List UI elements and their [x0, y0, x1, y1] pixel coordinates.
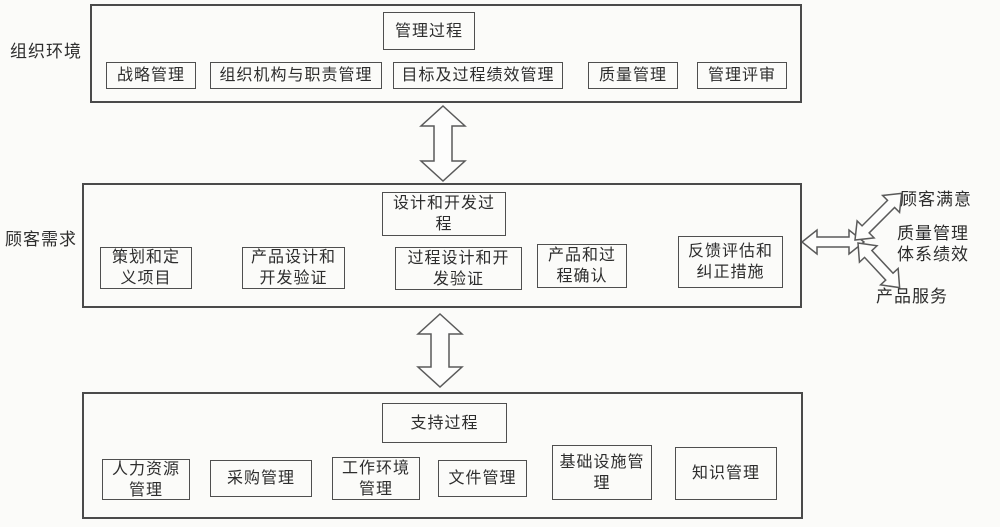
- diagonal-down-double-arrow-icon: [857, 242, 901, 289]
- support-process-section: [82, 392, 803, 519]
- node-strategy-management: 战略管理: [106, 62, 196, 89]
- node-work-environment-management: 工作环境 管理: [332, 457, 420, 500]
- node-infrastructure-management: 基础设施管 理: [552, 445, 652, 500]
- vertical-double-arrow-icon: [419, 104, 467, 183]
- node-human-resources-management: 人力资源 管理: [102, 459, 190, 500]
- vertical-double-arrow-icon: [416, 312, 464, 389]
- node-planning-define-project: 策划和定 义项目: [100, 247, 192, 289]
- node-knowledge-management: 知识管理: [675, 447, 777, 500]
- node-process-design-development-verification: 过程设计和开 发验证: [395, 247, 522, 290]
- node-product-process-validation: 产品和过 程确认: [537, 244, 627, 288]
- node-product-design-development-verification: 产品设计和 开发验证: [242, 247, 345, 289]
- label-customer-satisfaction: 顾客满意: [900, 190, 972, 209]
- label-customer-requirements: 顾客需求: [5, 230, 77, 249]
- title-design-development-process: 设计和开发过 程: [382, 192, 506, 236]
- label-qms-performance: 质量管理 体系绩效: [897, 224, 969, 264]
- horizontal-double-arrow-icon: [800, 228, 866, 256]
- node-management-review: 管理评审: [697, 62, 787, 89]
- label-organization-environment: 组织环境: [10, 42, 82, 61]
- node-feedback-evaluation-corrective-action: 反馈评估和 纠正措施: [678, 236, 783, 288]
- management-process-section: [90, 4, 802, 103]
- node-objectives-process-performance-management: 目标及过程绩效管理: [393, 62, 563, 89]
- node-quality-management: 质量管理: [588, 62, 678, 89]
- diagonal-up-double-arrow-icon: [854, 192, 903, 241]
- node-document-management: 文件管理: [438, 460, 527, 497]
- node-procurement-management: 采购管理: [210, 460, 312, 497]
- node-org-structure-responsibility-management: 组织机构与职责管理: [210, 62, 382, 89]
- design-development-process-section: [82, 183, 802, 308]
- title-support-process: 支持过程: [382, 403, 507, 443]
- label-product-service: 产品服务: [876, 287, 948, 306]
- title-management-process: 管理过程: [383, 12, 475, 50]
